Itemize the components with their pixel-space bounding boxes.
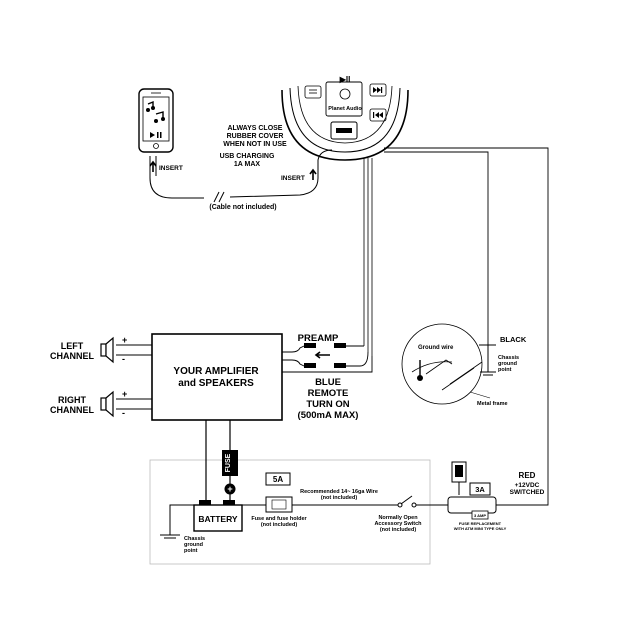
power-section-box	[149, 459, 431, 565]
chassis-ground-line3: point	[498, 367, 512, 373]
usb-charging-line2: 1A MAX	[234, 161, 261, 168]
remote-line2: REMOTE	[308, 388, 349, 399]
switch-line1: Normally Open	[378, 515, 418, 521]
usb-port-icon	[330, 121, 358, 140]
black-wire-label: BLACK	[500, 335, 527, 344]
cable-insert-label: INSERT	[281, 175, 305, 182]
preamp-rca-connectors	[282, 343, 369, 368]
phone-cable	[149, 156, 204, 199]
cable-not-included: (Cable not included)	[209, 204, 276, 211]
cover-notice-line1: ALWAYS CLOSE	[228, 125, 283, 132]
fuse-5a-label: 5A	[273, 475, 283, 484]
fuse-replacement-line1: FUSE REPLACEMENT	[459, 521, 502, 526]
battery-plus-sign: +	[227, 484, 232, 494]
switch-line3: (not included)	[380, 527, 417, 533]
amplifier-label-line1: YOUR AMPLIFIER	[173, 366, 259, 377]
amplifier-label-line2: and SPEAKERS	[178, 378, 254, 389]
cover-notice-line3: WHEN NOT IN USE	[223, 141, 287, 148]
usb-charging-line1: USB CHARGING	[220, 153, 275, 160]
left-channel-line2: CHANNEL	[50, 351, 95, 361]
wire-recommendation-line1: Recommended 14~ 16ga Wire	[300, 489, 378, 495]
planet-audio-logo-icon	[339, 88, 351, 100]
right-plus: +	[122, 389, 127, 399]
amplifier-box	[151, 333, 283, 421]
insert-arrow-icon	[149, 160, 157, 172]
skip-back-icon	[369, 108, 387, 122]
wire-recommendation-line2: (not included)	[321, 495, 358, 501]
head-unit-wires	[363, 158, 373, 356]
cable-insert-arrow-icon	[309, 168, 317, 180]
fuse-holder-5a	[265, 472, 293, 513]
battery	[193, 504, 243, 532]
fuse-holder-line2: (not included)	[261, 522, 298, 528]
remote-line4: (500mA MAX)	[298, 410, 359, 421]
red-wire-line1: RED	[519, 471, 536, 480]
black-wire	[384, 151, 489, 345]
fuse-replacement-line2: WITH ATM MINI TYPE ONLY	[454, 526, 507, 531]
preamp-arrow-icon	[314, 351, 330, 359]
music-notes-icon	[146, 100, 165, 123]
ground-wire-label: Ground wire	[418, 345, 454, 351]
skip-forward-icon	[369, 83, 387, 97]
inline-fuse	[222, 450, 238, 476]
battery-positive-terminal	[224, 483, 236, 495]
red-wire-line2: +12VDC	[515, 482, 540, 489]
switch-line2: Accessory Switch	[374, 521, 422, 527]
battery-chassis-line3: point	[184, 548, 198, 554]
usb-cable	[229, 149, 333, 198]
accessory-switch-icon	[397, 495, 417, 508]
battery-chassis-line1: Chassis	[184, 536, 205, 542]
metal-frame-label: Metal frame	[477, 401, 508, 407]
left-channel-line1: LEFT	[61, 341, 84, 351]
battery-label: BATTERY	[198, 514, 238, 524]
head-unit-brand: Planet Audio	[328, 106, 362, 112]
right-minus: -	[122, 408, 125, 418]
blue-remote-wire	[282, 356, 373, 373]
fuse-3a-label: 3A	[475, 485, 485, 494]
fuse-3a-small-label: 3 AMP	[474, 513, 486, 518]
fuse-holder-3a	[447, 461, 497, 520]
left-speaker-icon	[100, 336, 114, 364]
right-speaker-icon	[100, 390, 114, 418]
phone-insert-label: INSERT	[159, 165, 183, 172]
inline-fuse-label: FUSE	[225, 453, 232, 472]
fuse-holder-line1: Fuse and fuse holder	[251, 516, 307, 522]
cover-notice-line2: RUBBER COVER	[227, 133, 284, 140]
play-pause-icon	[150, 132, 162, 138]
menu-button-icon	[304, 85, 322, 99]
chassis-ground-line2: ground	[498, 361, 517, 367]
right-channel-line2: CHANNEL	[50, 405, 95, 415]
chassis-ground-line1: Chassis	[498, 355, 519, 361]
left-minus: -	[122, 354, 125, 364]
smartphone	[138, 88, 174, 153]
red-wire	[384, 147, 549, 506]
head-unit: Planet Audio ▶II	[281, 75, 409, 161]
ground-detail	[401, 323, 483, 405]
cable-break-mark	[213, 191, 220, 203]
right-channel-line1: RIGHT	[58, 395, 87, 405]
svg-text:▶II: ▶II	[339, 75, 351, 84]
remote-line1: BLUE	[315, 377, 341, 388]
left-plus: +	[122, 335, 127, 345]
battery-chassis-line2: ground	[184, 542, 203, 548]
red-wire-line3: SWITCHED	[510, 489, 545, 496]
remote-line3: TURN ON	[306, 399, 349, 410]
preamp-label: PREAMP	[298, 333, 339, 344]
